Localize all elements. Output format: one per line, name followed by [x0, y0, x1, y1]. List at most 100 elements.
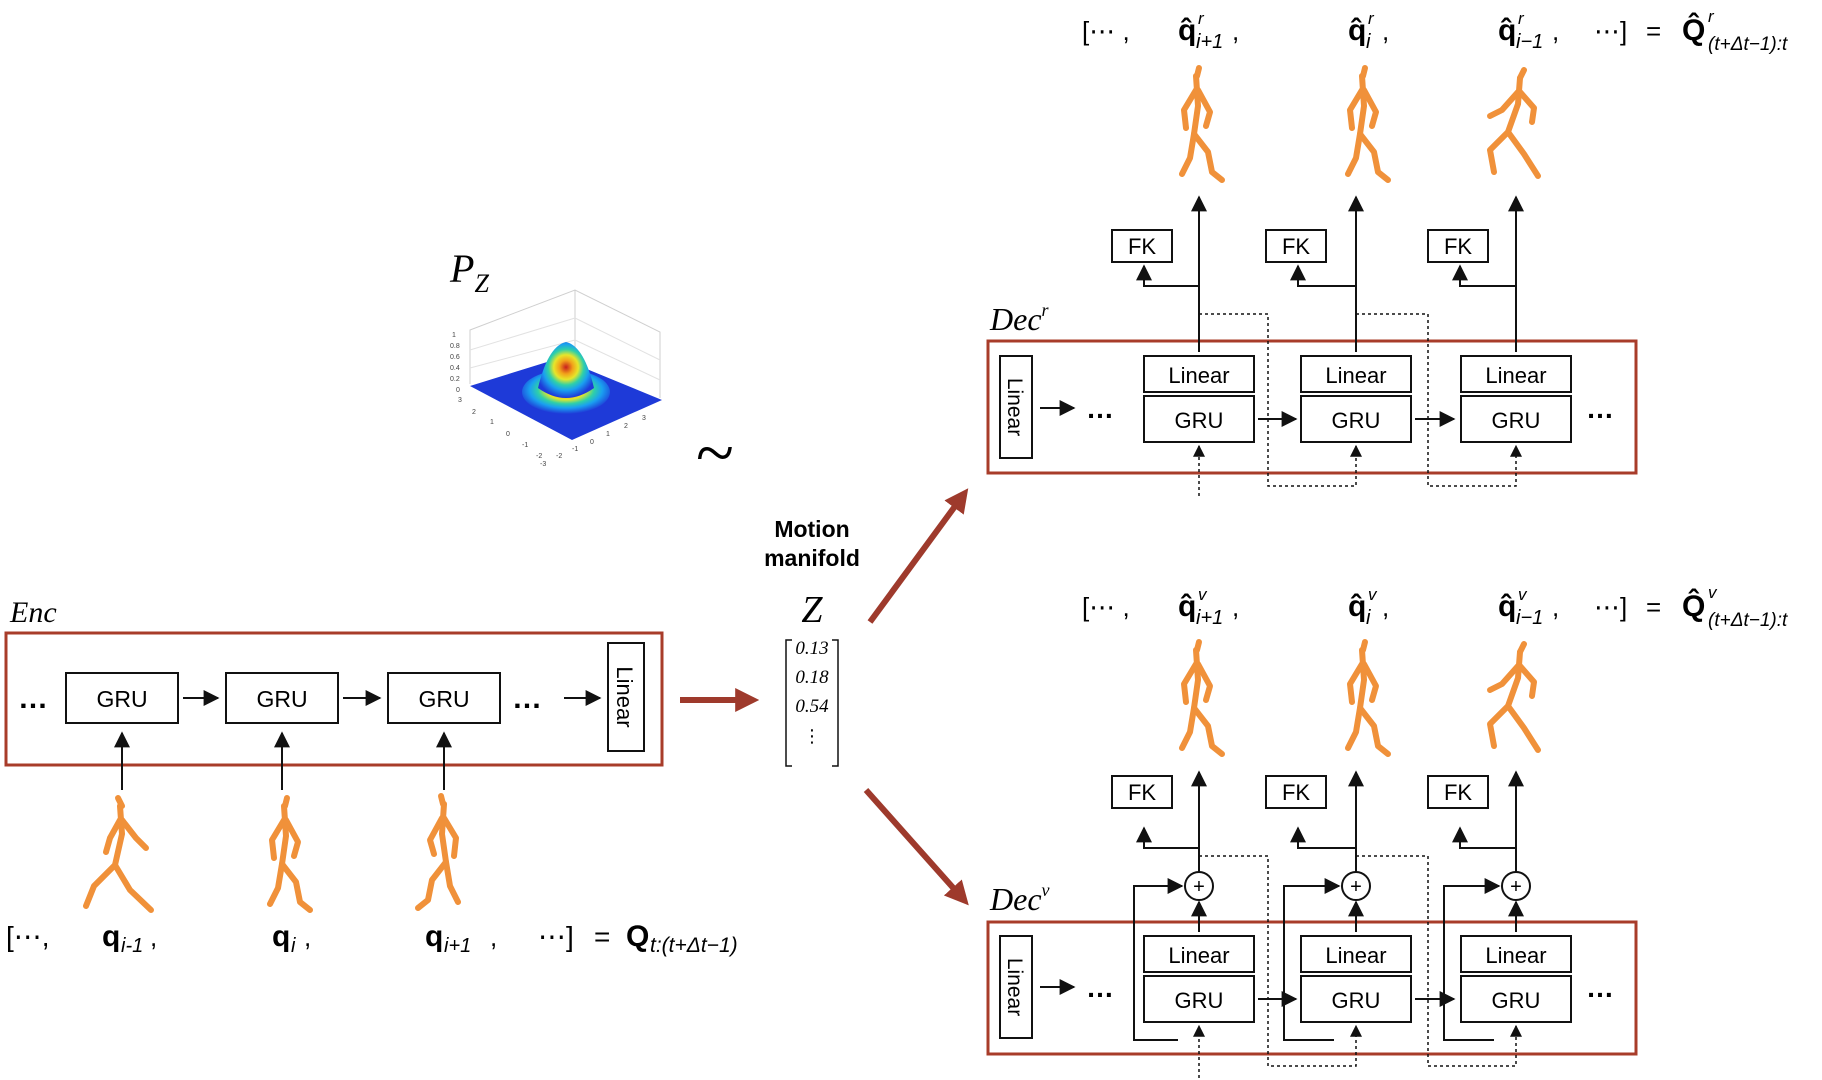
input-pose-3: [418, 796, 458, 908]
svg-text:+: +: [1510, 876, 1522, 898]
dec-r-gru-1: [1143, 395, 1255, 443]
output-r-equation: [⋯ , q̂ r i+1 , q̂ r i , q̂ r i−1 , ⋯] =…: [1082, 7, 1788, 55]
dec-r-linear-1: [1143, 355, 1255, 393]
svg-text:2: 2: [624, 423, 628, 430]
svg-text:,: ,: [1382, 592, 1389, 622]
svg-text:0.18: 0.18: [795, 667, 829, 688]
dec-r-linear-2: [1300, 355, 1412, 393]
svg-text:-2: -2: [556, 453, 562, 460]
svg-text:i+1: i+1: [1196, 31, 1223, 53]
svg-text:(t+Δt−1):t: (t+Δt−1):t: [1708, 610, 1788, 631]
svg-text:,: ,: [1232, 592, 1239, 622]
input-poses: [86, 796, 458, 910]
svg-text:q̂: q̂: [1178, 590, 1196, 623]
output-v-poses: [1182, 642, 1538, 754]
svg-text:v: v: [1198, 585, 1208, 604]
dec-v-linear-in-label: Linear: [1003, 958, 1026, 1016]
input-pose-1: [86, 798, 151, 910]
decoder-r: [⋯ , q̂ r i+1 , q̂ r i , q̂ r i−1 , ⋯] =…: [986, 7, 1788, 496]
svg-text:(t+Δt−1):t: (t+Δt−1):t: [1708, 34, 1788, 55]
svg-text:Linear: Linear: [1485, 363, 1546, 388]
svg-text:r: r: [1708, 7, 1715, 26]
enc-gru-1-label: GRU: [96, 686, 147, 712]
svg-text:i: i: [1366, 607, 1371, 629]
enc-gru-3-label: GRU: [418, 686, 469, 712]
svg-text:Linear: Linear: [1168, 943, 1229, 968]
svg-text:i: i: [1366, 31, 1371, 53]
svg-text:0: 0: [456, 387, 460, 394]
dec-r-linear-in-label: Linear: [1003, 378, 1026, 436]
svg-text:0: 0: [506, 431, 510, 438]
svg-text:=: =: [1646, 592, 1661, 622]
svg-text:-1: -1: [522, 442, 528, 449]
dec-v-gru-3: [1460, 975, 1572, 1023]
svg-text:,: ,: [1552, 16, 1559, 46]
latent-prior: PZ 1 0.8 0.6 0.4 0.2 0 -3 -2 -1 0 1: [449, 246, 969, 906]
enc-linear: [607, 642, 645, 752]
dec-v-linear-1: [1143, 935, 1255, 973]
dec-v-linear-in: [999, 935, 1033, 1039]
svg-text:q: q: [425, 920, 443, 953]
svg-text:=: =: [594, 921, 610, 952]
svg-text:⋮: ⋮: [803, 726, 821, 746]
svg-text:Linear: Linear: [1325, 943, 1386, 968]
output-v-pose-3: [1490, 644, 1538, 750]
dec-r-label: Decr: [989, 300, 1050, 337]
svg-text:v: v: [1708, 583, 1718, 602]
svg-text:0.54: 0.54: [795, 696, 829, 717]
svg-text:,: ,: [150, 922, 157, 952]
dec-v-dots-right: …: [1586, 972, 1614, 1003]
decoder-v: [⋯ , q̂ v i+1 , q̂ v i , q̂ v i−1 , ⋯] =…: [986, 583, 1788, 1078]
enc-gru-2-label: GRU: [256, 686, 307, 712]
svg-text:+: +: [1193, 876, 1205, 898]
svg-text:Linear: Linear: [1325, 363, 1386, 388]
svg-text:FK: FK: [1128, 234, 1156, 259]
dec-r-fk-3: [1427, 229, 1489, 263]
pz-label: PZ: [449, 246, 489, 298]
svg-text:0.2: 0.2: [450, 376, 460, 383]
svg-text:,: ,: [1232, 16, 1239, 46]
dec-r-linear-3: [1460, 355, 1572, 393]
input-sequence-equation: [⋯, q i-1 , q i , q i+1 , ⋯] = Q t:(t+Δt…: [6, 920, 738, 957]
svg-text:q̂: q̂: [1348, 14, 1366, 47]
svg-text:q̂: q̂: [1348, 590, 1366, 623]
svg-text:+: +: [1350, 876, 1362, 898]
svg-text:r: r: [1368, 9, 1375, 28]
svg-text:GRU: GRU: [1175, 408, 1224, 433]
svg-text:=: =: [1646, 16, 1661, 46]
svg-text:FK: FK: [1282, 780, 1310, 805]
svg-text:q: q: [102, 920, 120, 953]
dec-v-linear-2: [1300, 935, 1412, 973]
motion-manifold-label-1: Motion: [774, 516, 849, 542]
svg-text:v: v: [1518, 585, 1528, 604]
dec-v-dots-left: …: [1086, 972, 1114, 1003]
dec-v-frame: [986, 920, 1638, 1056]
svg-text:FK: FK: [1444, 234, 1472, 259]
dec-r-fk-1: [1111, 229, 1173, 263]
svg-text:FK: FK: [1282, 234, 1310, 259]
dec-v-fk-3: [1427, 775, 1489, 809]
svg-text:,: ,: [1552, 592, 1559, 622]
enc-linear-label: Linear: [612, 666, 637, 727]
svg-text:[⋯ ,: [⋯ ,: [1082, 592, 1130, 622]
svg-text:i: i: [291, 935, 296, 957]
svg-text:q̂: q̂: [1498, 14, 1516, 47]
dec-r-gru-3: [1460, 395, 1572, 443]
svg-text:v: v: [1368, 585, 1378, 604]
svg-text:[⋯,: [⋯,: [6, 921, 50, 952]
svg-text:r: r: [1198, 9, 1205, 28]
dec-v-gru-2: [1300, 975, 1412, 1023]
svg-text:,: ,: [1382, 16, 1389, 46]
svg-text:i-1: i-1: [121, 935, 143, 957]
svg-text:q̂: q̂: [1498, 590, 1516, 623]
svg-text:FK: FK: [1444, 780, 1472, 805]
input-pose-2: [270, 798, 310, 910]
svg-text:i+1: i+1: [444, 935, 471, 957]
dec-r-frame: [986, 339, 1638, 475]
svg-text:-3: -3: [540, 461, 546, 468]
enc-gru-2: [225, 672, 339, 724]
svg-text:Q̂: Q̂: [1682, 589, 1705, 623]
enc-dots-right: …: [512, 682, 542, 715]
svg-text:i−1: i−1: [1516, 31, 1543, 53]
